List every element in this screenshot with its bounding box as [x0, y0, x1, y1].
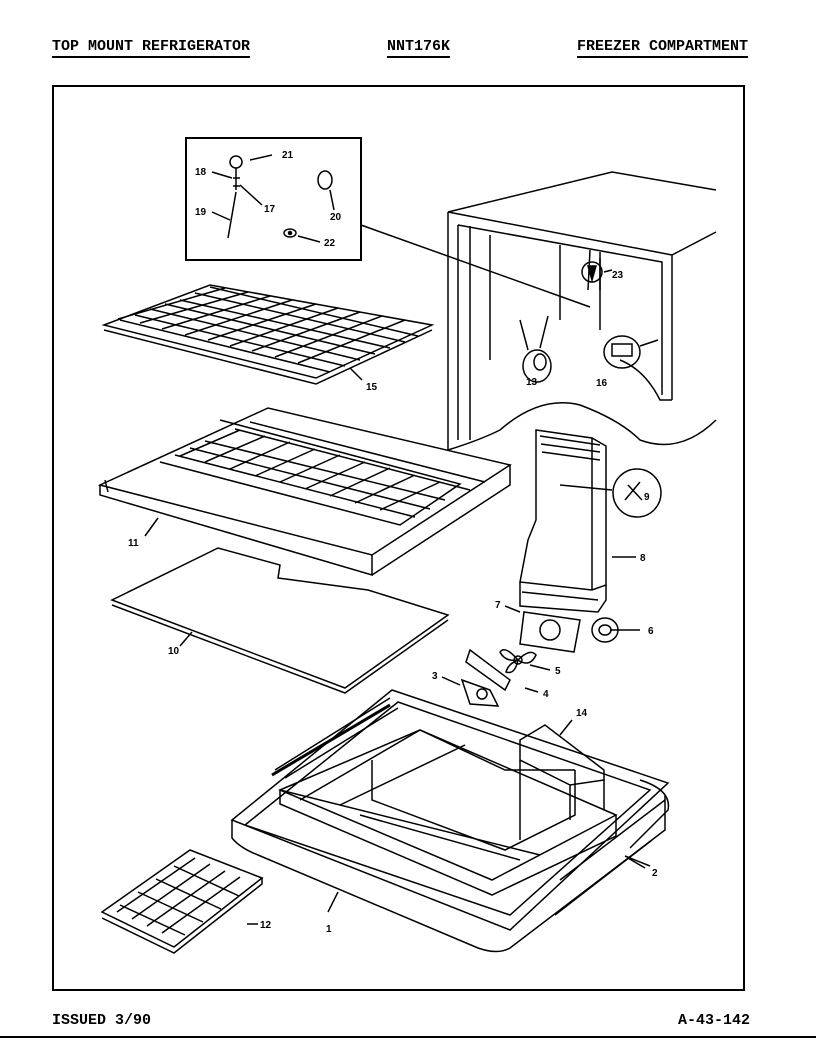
inset-box [185, 137, 362, 261]
thermostat-control [603, 335, 659, 369]
callout-8: 8 [640, 553, 646, 564]
side-rail [271, 703, 391, 777]
inset-parts [211, 154, 335, 243]
callout-14: 14 [576, 708, 588, 719]
leader-lines [144, 269, 646, 925]
footer-page-code: A-43-142 [677, 1012, 750, 1029]
callout-17: 17 [264, 204, 276, 215]
callout-22: 22 [324, 238, 336, 249]
callout-21: 21 [282, 150, 294, 161]
diagram-frame [52, 85, 745, 991]
callout-1: 1 [326, 924, 332, 935]
callout-15: 15 [366, 382, 378, 393]
callout-18: 18 [195, 167, 207, 178]
evaporator-cover [519, 429, 613, 613]
callout-7: 7 [495, 600, 501, 611]
bottom-rule [0, 1036, 816, 1038]
header-model-number: NNT176K [387, 38, 451, 58]
callout-5: 5 [555, 666, 561, 677]
light-socket-and-bulb [519, 315, 552, 383]
callout-12: 12 [260, 920, 272, 931]
callout-6: 6 [648, 626, 654, 637]
air-duct [519, 724, 605, 840]
callout-9: 9 [644, 492, 650, 503]
air-damper [581, 261, 603, 283]
callout-11: 11 [128, 538, 139, 549]
inset-leader-line [360, 224, 591, 308]
fan-bracket [519, 611, 581, 653]
header-section-name: FREEZER COMPARTMENT [576, 38, 748, 58]
callout-23: 23 [612, 270, 624, 281]
callout-19: 19 [195, 207, 207, 218]
shelf-mat [110, 547, 450, 694]
callout-2: 2 [652, 868, 658, 879]
wire-shelf [101, 284, 435, 385]
fan-blade [499, 649, 537, 674]
freezer-shelf [97, 407, 512, 577]
callout-20: 20 [330, 212, 342, 223]
freezer-cabinet [447, 171, 717, 451]
drain-trough [624, 779, 670, 867]
ice-cube-tray [100, 849, 264, 954]
callout-10: 10 [168, 646, 180, 657]
callout-3: 3 [432, 671, 438, 682]
callout-13: 13 [526, 377, 538, 388]
freezer-liner [230, 689, 670, 953]
footer-issue-date: ISSUED 3/90 [52, 1012, 152, 1029]
fan-motor [460, 648, 511, 707]
callout-4: 4 [543, 689, 549, 700]
header-model-type: TOP MOUNT REFRIGERATOR [52, 38, 251, 58]
callout-16: 16 [596, 378, 608, 389]
evaporator-cover-detail-circle [612, 468, 662, 518]
